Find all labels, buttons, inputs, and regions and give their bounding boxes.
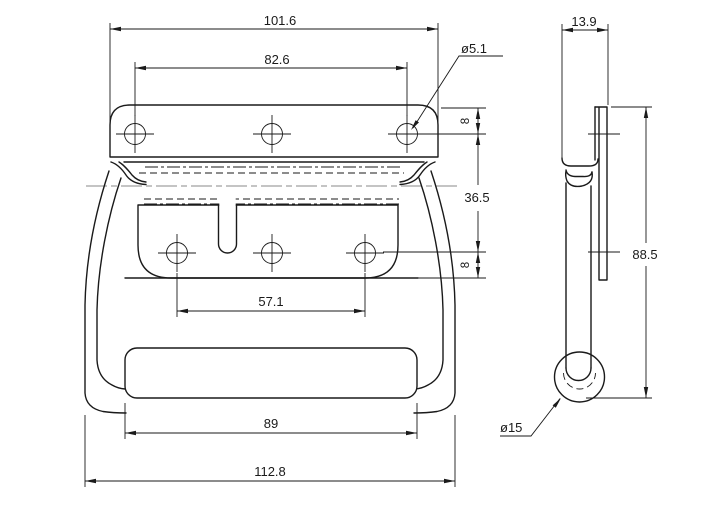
side-view	[553, 106, 620, 403]
mounting-hole	[346, 234, 384, 272]
dim-grip-dia: ø15	[500, 398, 561, 437]
dim-plate-width-text: 101.6	[264, 13, 297, 28]
grip-end-circle	[553, 351, 606, 403]
side-flange-bend	[561, 157, 599, 188]
dim-edge-top: 8	[425, 107, 486, 135]
dim-grip-width: 89	[124, 403, 418, 439]
dim-overall-width-text: 112.8	[254, 464, 286, 479]
dim-hole-dia-text: ø5.1	[461, 41, 487, 56]
dim-hole-span-bottom-text: 57.1	[258, 294, 283, 309]
dim-hole-span-bottom: 57.1	[176, 273, 366, 317]
dimensions: 101.6 82.6 ø5.1 8 36.5	[84, 13, 658, 487]
dim-edge-bottom-text: 8	[460, 262, 472, 268]
dim-overall-width: 112.8	[84, 415, 456, 487]
pivot-lugs	[110, 161, 436, 186]
grip-bar	[124, 347, 418, 399]
mounting-hole	[253, 115, 291, 153]
dim-height: 88.5	[586, 106, 658, 399]
dim-row-spacing-text: 36.5	[464, 190, 489, 205]
bail-wire	[84, 170, 456, 414]
dim-row-spacing: 36.5	[464, 134, 490, 252]
dim-depth-text: 13.9	[571, 14, 596, 29]
side-bail-leg	[563, 182, 596, 390]
dim-height-text: 88.5	[632, 247, 657, 262]
mounting-holes-bottom-row	[158, 234, 384, 272]
mounting-hole	[158, 234, 196, 272]
fold-hidden-lines	[139, 166, 404, 205]
mounting-hole	[116, 115, 154, 153]
dim-depth: 13.9	[561, 14, 609, 158]
dim-plate-width: 101.6	[109, 13, 439, 125]
side-plate-strip	[594, 106, 608, 281]
mounting-holes-top-row	[116, 115, 426, 153]
mounting-hole	[253, 234, 291, 272]
spring-notch	[217, 196, 238, 254]
mounting-hole	[388, 115, 426, 153]
dim-grip-width-text: 89	[264, 416, 278, 431]
dim-edge-top-text: 8	[460, 118, 472, 124]
dim-edge-bottom: 8	[383, 251, 486, 279]
dim-hole-dia: ø5.1	[411, 41, 503, 130]
dim-grip-dia-text: ø15	[500, 420, 522, 435]
dim-hole-span-top: 82.6	[134, 52, 408, 116]
front-view	[84, 104, 461, 414]
dim-hole-span-top-text: 82.6	[264, 52, 289, 67]
top-plate-outline	[109, 104, 439, 158]
